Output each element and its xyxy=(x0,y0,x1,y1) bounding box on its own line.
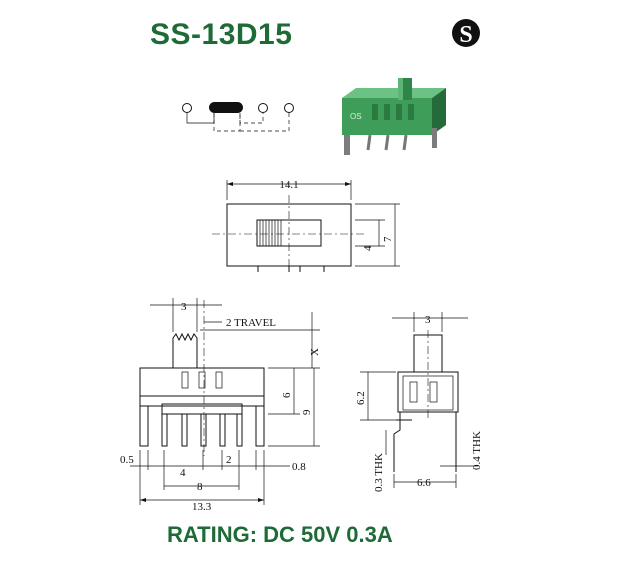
dim-8: 8 xyxy=(197,481,203,493)
side-dim-0-4-thk: 0.4 THK xyxy=(471,431,483,470)
dim-4-pitch: 4 xyxy=(180,467,186,479)
side-dim-6-6: 6.6 xyxy=(417,477,431,489)
travel-label: 2 TRAVEL xyxy=(226,317,276,329)
dim-6: 6 xyxy=(281,392,293,398)
side-dim-3: 3 xyxy=(425,314,431,326)
dim-13-3: 13.3 xyxy=(192,501,212,513)
top-view-drawing: 14.1 4 7 xyxy=(212,179,400,275)
switch-3d-illustration: OS xyxy=(342,78,446,155)
dim-actuator-3: 3 xyxy=(181,301,187,313)
brand-logo-icon: S xyxy=(452,19,480,48)
dim-2-pitch: 2 xyxy=(226,454,232,466)
side-view-drawing: 3 6.2 0.3 THK 0.4 THK 6.6 xyxy=(355,312,483,492)
dim-x: X xyxy=(309,348,321,356)
circuit-schematic-icon xyxy=(182,102,294,132)
model-title: SS-13D15 xyxy=(150,18,293,51)
rating-text: RATING: DC 50V 0.3A xyxy=(167,522,393,547)
dim-7: 7 xyxy=(382,236,394,242)
svg-text:OS: OS xyxy=(350,112,362,121)
dim-14-1: 14.1 xyxy=(279,179,298,191)
side-dim-6-2: 6.2 xyxy=(355,391,367,405)
side-dim-0-3-thk: 0.3 THK xyxy=(373,453,385,492)
dim-0-5: 0.5 xyxy=(120,454,134,466)
front-view-drawing: 3 2 TRAVEL X 6 9 0.5 4 2 0.8 8 13.3 xyxy=(120,298,321,513)
logo-letter: S xyxy=(459,22,472,48)
dim-4: 4 xyxy=(362,245,374,251)
dim-9: 9 xyxy=(301,409,313,415)
dim-0-8: 0.8 xyxy=(292,461,306,473)
